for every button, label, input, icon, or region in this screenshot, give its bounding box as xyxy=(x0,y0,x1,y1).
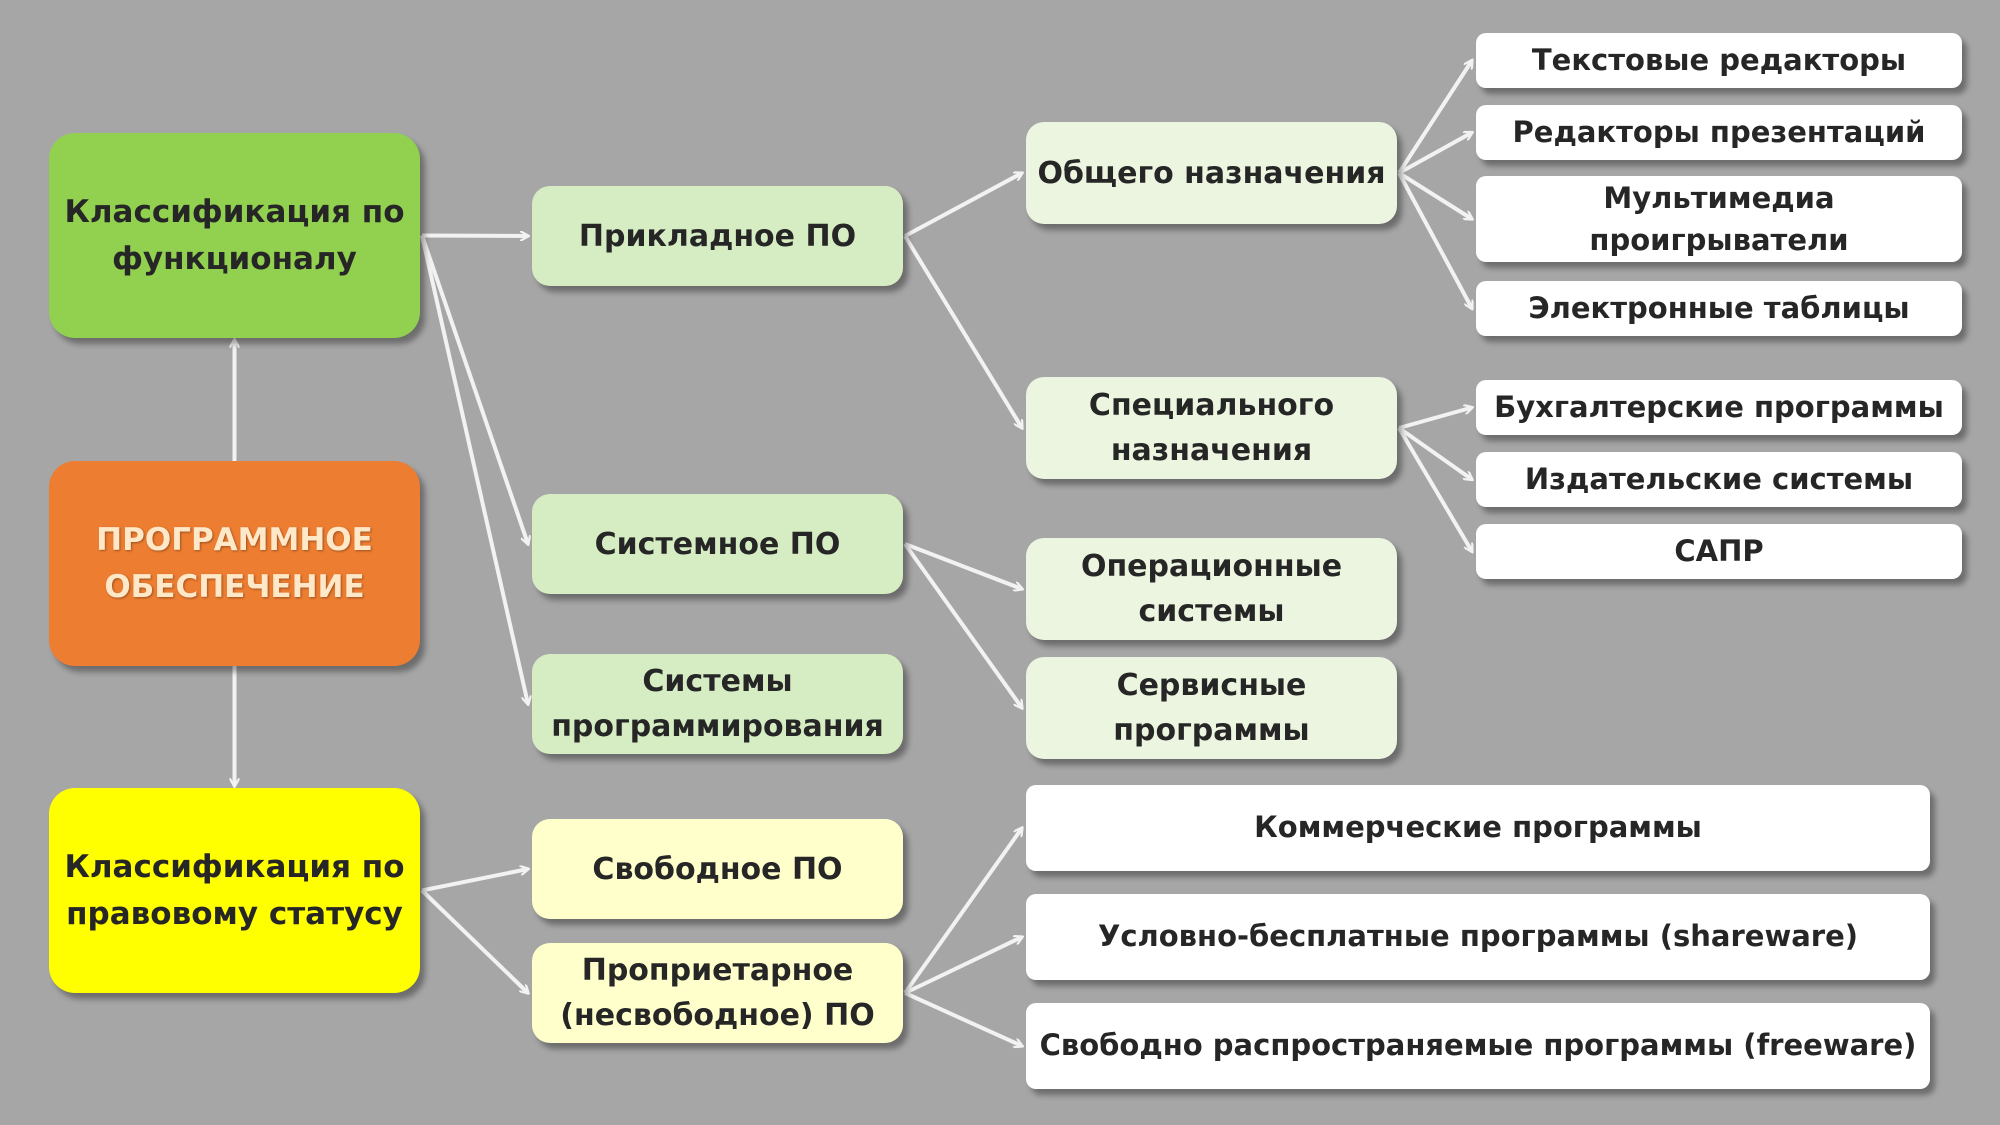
arrow-proprietary-to-shareware xyxy=(904,937,1022,995)
operating-systems: Операционные системы xyxy=(1026,538,1397,640)
arrow-general-to-multimedia xyxy=(1397,171,1472,219)
software-root: ПРОГРАММНОЕ ОБЕСПЕЧЕНИЕ xyxy=(49,461,420,666)
arrow-special-to-cad xyxy=(1397,426,1474,552)
arrow-special-to-accounting xyxy=(1398,408,1472,430)
arrow-proprietary-to-freeware xyxy=(904,991,1022,1046)
applied-software: Прикладное ПО xyxy=(532,186,903,286)
text-editors: Текстовые редакторы xyxy=(1476,33,1962,88)
arrow-legal-to-proprietary xyxy=(420,889,528,994)
freeware-programs: Свободно распространяемые программы (fre… xyxy=(1026,1003,1930,1089)
publishing-systems: Издательские системы xyxy=(1476,452,1962,507)
special-purpose: Специального назначения xyxy=(1026,377,1397,479)
proprietary-software: Проприетарное (несвободное) ПО xyxy=(532,943,903,1043)
accounting-programs: Бухгалтерские программы xyxy=(1476,380,1962,435)
arrow-func-to-applied xyxy=(421,236,528,237)
cad-systems: САПР xyxy=(1476,524,1962,579)
system-software: Системное ПО xyxy=(532,494,903,594)
service-programs: Сервисные программы xyxy=(1026,657,1397,759)
multimedia-players: Мультимедиа проигрыватели xyxy=(1476,176,1962,262)
arrow-applied-to-general xyxy=(904,171,1022,238)
shareware-programs: Условно-бесплатные программы (shareware) xyxy=(1026,894,1930,980)
arrow-general-to-text_editors xyxy=(1397,61,1472,175)
arrow-system-to-os xyxy=(904,542,1022,589)
commercial-programs: Коммерческие программы xyxy=(1026,785,1930,871)
programming-systems: Системы программирования xyxy=(532,654,903,754)
arrow-legal-to-free xyxy=(421,869,528,893)
classification-functional: Классификация по функционалу xyxy=(49,133,420,338)
arrow-func-to-system xyxy=(420,234,528,545)
free-software: Свободное ПО xyxy=(532,819,903,919)
arrow-general-to-pres_editors xyxy=(1398,130,1472,175)
arrow-system-to-service xyxy=(903,542,1022,708)
arrow-special-to-publishing xyxy=(1397,426,1472,480)
spreadsheets: Электронные таблицы xyxy=(1476,281,1962,336)
arrow-general-to-spreadsheets xyxy=(1397,172,1474,309)
general-purpose: Общего назначения xyxy=(1026,122,1397,224)
arrow-func-to-progsys xyxy=(420,235,528,705)
presentation-editors: Редакторы презентаций xyxy=(1476,105,1962,160)
classification-legal: Классификация по правовому статусу xyxy=(49,788,420,993)
arrow-applied-to-special xyxy=(903,234,1024,428)
arrow-proprietary-to-commercial xyxy=(903,828,1022,995)
